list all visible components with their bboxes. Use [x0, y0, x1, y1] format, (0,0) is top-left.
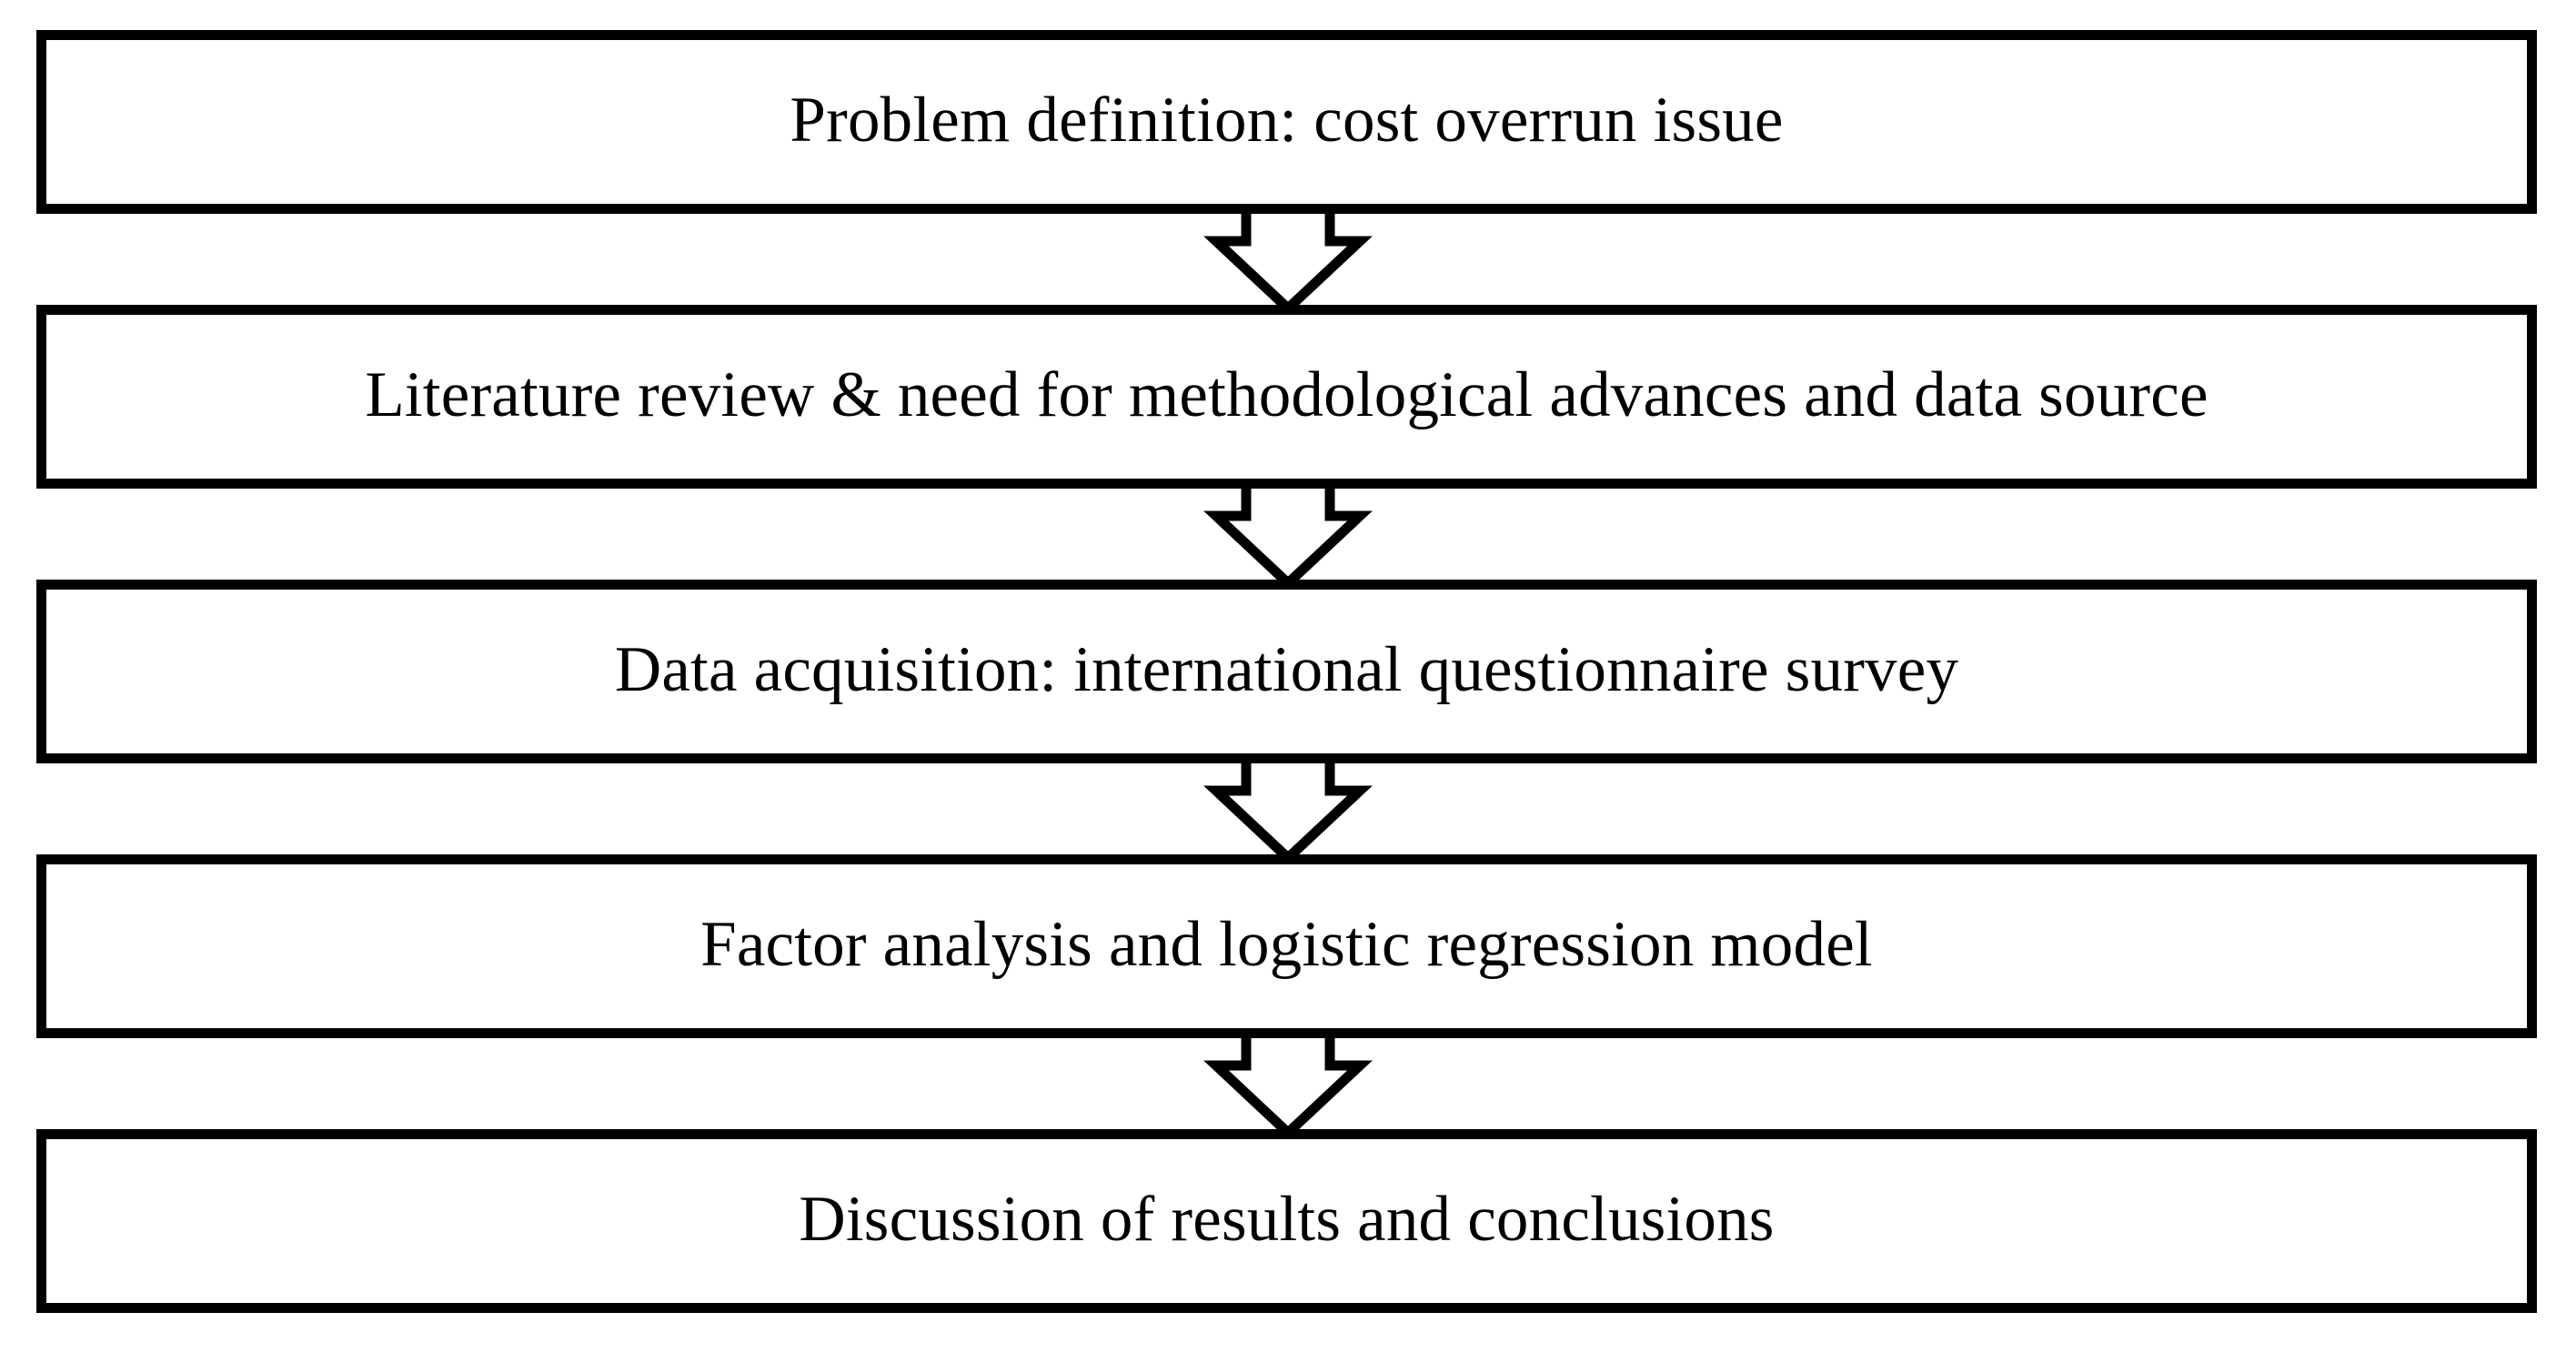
- flow-node-label: Data acquisition: international question…: [614, 633, 1959, 705]
- flow-node-label: Discussion of results and conclusions: [799, 1183, 1775, 1255]
- flow-node-label: Literature review & need for methodologi…: [365, 358, 2209, 430]
- flow-node-data-acquisition: Data acquisition: international question…: [36, 580, 2537, 763]
- flow-node-label: Problem definition: cost overrun issue: [790, 84, 1784, 156]
- flow-node-label: Factor analysis and logistic regression …: [700, 908, 1873, 980]
- flow-node-literature-review: Literature review & need for methodologi…: [36, 305, 2537, 489]
- flow-node-analysis-model: Factor analysis and logistic regression …: [36, 854, 2537, 1038]
- flow-node-discussion: Discussion of results and conclusions: [36, 1129, 2537, 1313]
- flow-node-problem-definition: Problem definition: cost overrun issue: [36, 30, 2537, 214]
